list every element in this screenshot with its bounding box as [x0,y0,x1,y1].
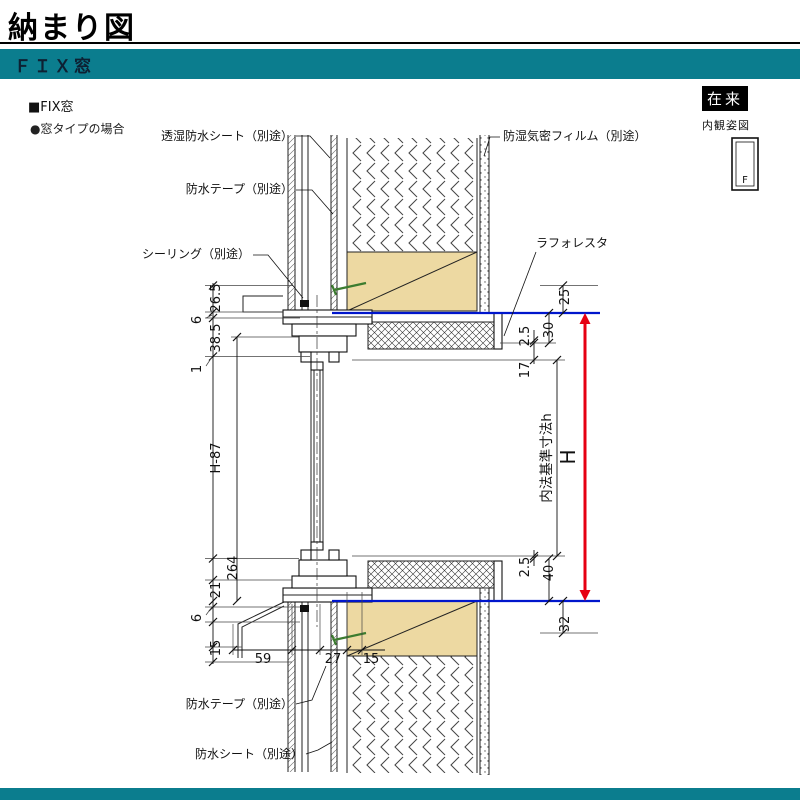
exterior-wall-layers [287,135,338,772]
window-frame-sill [282,549,373,603]
leader-lines [253,135,537,755]
dim-left-38-5: 38.5 [209,324,224,353]
dim-bottom-15: 15 [363,652,380,667]
extension-lines [205,285,598,663]
dim-left-15: 15 [209,640,224,657]
callout-brand: ラフォレスタ [536,236,608,250]
dim-left-21: 21 [209,582,224,599]
interior-elevation-icon: F [731,137,759,191]
dim-left-264: 264 [226,556,241,581]
interior-view-caption: 内観姿図 [702,119,750,132]
datum-lines [332,311,600,603]
dim-right-40: 40 [542,565,557,582]
dim-right-17: 17 [518,362,533,379]
fix-window-sublabel: ■FIX窓 [28,100,74,115]
dim-bottom-59: 59 [255,652,272,667]
footer-bar [0,788,800,800]
height-dimension-red [579,313,591,601]
dim-height-label: H [556,449,580,464]
dim-bottom-27: 27 [325,652,342,667]
dim-left-1: 1 [190,365,205,373]
window-type-case-label: ●窓タイプの場合 [30,122,125,136]
title-row: 納まり図 [0,0,800,46]
dimension-lines [205,281,568,667]
page-title: 納まり図 [8,11,136,46]
dim-inner-height-label: 内法基準寸法h [538,413,555,503]
window-frame-head [282,309,373,363]
dim-left-26-5: 26.5 [209,284,224,313]
section-label: ＦＩＸ窓 [14,56,94,77]
callout-film: 防湿気密フィルム（別途） [503,128,647,143]
elevation-window-letter: F [742,175,748,186]
screw-icon [330,281,367,646]
callout-sheet-bottom: 防水シート（別途） [195,746,303,761]
construction-type-badge: 在来 [702,86,748,111]
dim-right-30: 30 [542,322,557,339]
interior-wall-board [479,135,490,775]
wood-blocking [346,251,478,657]
insulation-batts [346,138,478,773]
dim-right-25: 25 [558,289,573,306]
dim-right-32: 32 [558,616,573,633]
sealing-backer [300,300,309,612]
dim-left-6a: 6 [190,316,205,324]
flashings [237,295,285,658]
interior-casing [493,312,503,602]
section-bar: ＦＩＸ窓 [0,49,800,79]
dim-right-2-5a: 2.5 [518,326,533,347]
callout-sealing: シーリング（別途） [142,246,250,261]
dim-left-h87: H-87 [209,442,224,473]
dim-left-6b: 6 [190,614,205,622]
head-sill-blocking [367,321,495,589]
double-glazing [310,295,324,627]
callout-tape-top: 防水テープ（別途） [186,181,293,196]
callout-tape-bottom: 防水テープ（別途） [186,696,293,711]
dim-right-2-5b: 2.5 [518,557,533,578]
callout-sheet-top: 透湿防水シート（別途） [161,128,293,143]
